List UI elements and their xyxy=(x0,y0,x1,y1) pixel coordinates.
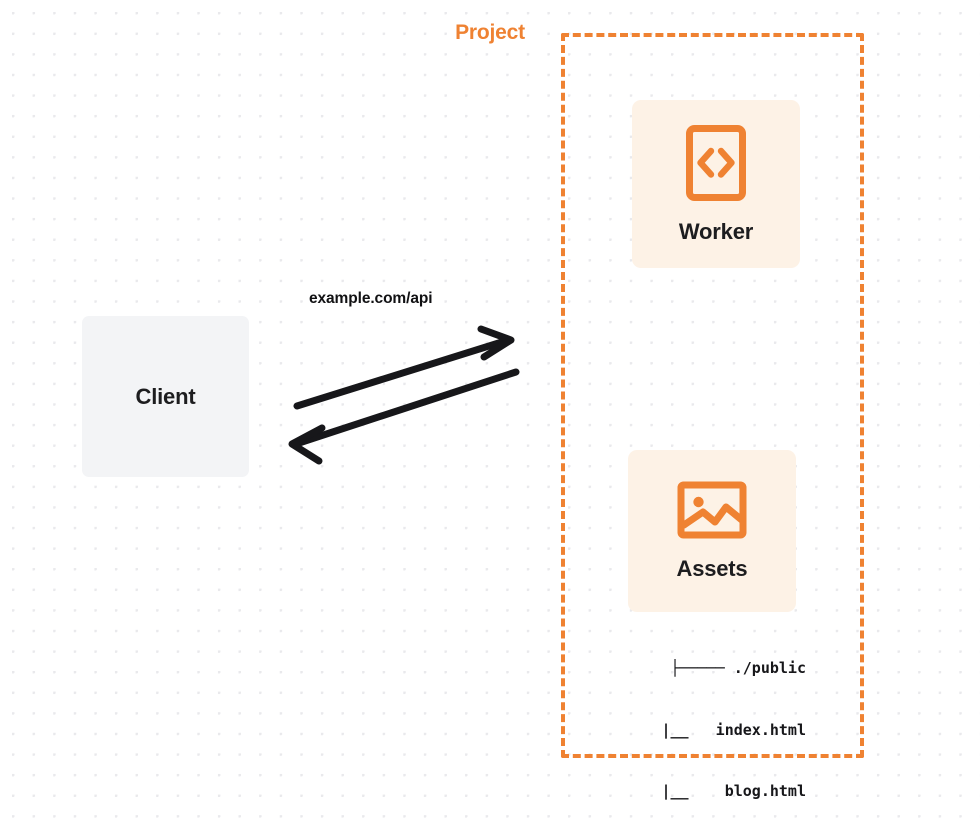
request-arrow xyxy=(293,325,515,410)
project-container xyxy=(561,33,864,758)
response-arrow xyxy=(288,368,520,465)
client-node[interactable]: Client xyxy=(82,316,249,477)
client-label: Client xyxy=(135,383,196,409)
worker-label: Worker xyxy=(678,218,754,244)
file-tree-row: |__ index.html xyxy=(607,720,806,739)
assets-card[interactable]: Assets xyxy=(628,450,796,612)
image-icon xyxy=(677,481,747,544)
file-tree-row: |__ blog.html xyxy=(607,782,806,800)
code-brackets-icon xyxy=(685,124,747,207)
file-tree-row: ├───── ./public xyxy=(670,659,806,677)
assets-label: Assets xyxy=(676,555,748,581)
request-url-label: example.com/api xyxy=(309,290,433,307)
project-label: Project xyxy=(449,21,531,45)
assets-file-tree: ├───── ./public |__ index.html |__ blog.… xyxy=(601,617,806,818)
worker-card[interactable]: Worker xyxy=(632,100,800,268)
